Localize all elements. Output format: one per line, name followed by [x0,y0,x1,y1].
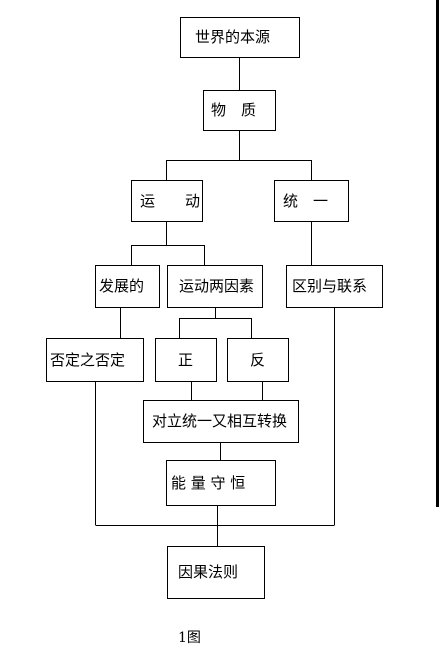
node-energy-conservation-label: 能 量 守 恒 [171,473,246,492]
node-matter-label: 物 质 [211,101,257,119]
node-motion: 运 动 [131,180,203,222]
node-negative: 反 [227,338,289,382]
node-distinction-label: 区别与联系 [292,277,368,295]
node-negative-label: 反 [250,350,266,369]
node-positive-label: 正 [178,350,194,369]
node-unity: 统 一 [274,180,349,222]
node-matter: 物 质 [203,90,276,131]
node-energy-conservation: 能 量 守 恒 [166,460,276,506]
node-two-factors: 运动两因素 [167,265,263,308]
node-development-label: 发展的 [99,277,145,295]
node-negation-label: 否定之否定 [50,350,126,369]
node-two-factors-label: 运动两因素 [179,277,255,295]
node-world-origin: 世界的本源 [180,17,300,58]
node-causality: 因果法则 [167,546,265,599]
node-distinction: 区别与联系 [286,265,383,308]
node-unity-label: 统 一 [283,191,329,210]
node-positive: 正 [155,338,217,382]
node-unity-opposites-label: 对立统一又相互转换 [152,412,288,430]
node-motion-label: 运 动 [140,191,201,210]
node-unity-opposites: 对立统一又相互转换 [143,400,299,443]
right-edge-bar [436,0,439,507]
figure-caption: 1图 [178,630,201,646]
node-negation: 否定之否定 [46,338,144,382]
node-development: 发展的 [95,265,160,308]
node-causality-label: 因果法则 [178,563,239,581]
node-world-origin-label: 世界的本源 [195,28,271,46]
